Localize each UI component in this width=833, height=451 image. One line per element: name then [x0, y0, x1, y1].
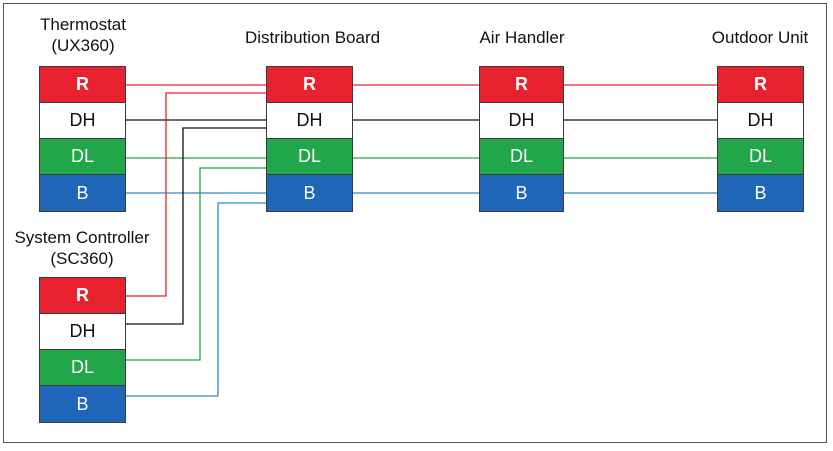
controller-title-line2: (SC360): [50, 249, 114, 268]
terminal-r: R: [480, 67, 563, 103]
terminal-dh: DH: [40, 314, 125, 350]
terminal-r: R: [718, 67, 803, 103]
distribution-terminal-block: R DH DL B: [266, 66, 353, 212]
air-handler-terminal-block: R DH DL B: [479, 66, 564, 212]
terminal-b: B: [40, 386, 125, 422]
terminal-b: B: [480, 175, 563, 211]
wire-b-controller-distribution: [125, 202, 267, 397]
distribution-title: Distribution Board: [244, 28, 381, 47]
terminal-b: B: [718, 175, 803, 211]
terminal-b: B: [40, 175, 125, 211]
thermostat-title-line1: Thermostat: [40, 15, 126, 34]
wire-dl-controller-distribution: [125, 167, 267, 361]
diagram-frame: [3, 3, 827, 443]
outdoor-unit-title: Outdoor Unit: [711, 28, 809, 47]
terminal-dl: DL: [40, 350, 125, 386]
terminal-dl: DL: [40, 139, 125, 175]
wire-dh-controller-distribution: [125, 127, 267, 325]
terminal-dl: DL: [267, 139, 352, 175]
terminal-dh: DH: [40, 103, 125, 139]
air-handler-title: Air Handler: [479, 28, 565, 47]
thermostat-title-line2: (UX360): [51, 36, 115, 55]
thermostat-terminal-block: R DH DL B: [39, 66, 126, 212]
terminal-r: R: [40, 67, 125, 103]
terminal-dh: DH: [718, 103, 803, 139]
controller-title: System Controller (SC360): [2, 227, 162, 269]
terminal-dh: DH: [480, 103, 563, 139]
terminal-r: R: [267, 67, 352, 103]
terminal-b: B: [267, 175, 352, 211]
thermostat-title: Thermostat (UX360): [18, 14, 148, 56]
terminal-dh: DH: [267, 103, 352, 139]
terminal-r: R: [40, 278, 125, 314]
terminal-dl: DL: [480, 139, 563, 175]
wire-r-controller-distribution: [125, 92, 267, 297]
controller-terminal-block: R DH DL B: [39, 277, 126, 423]
controller-title-line1: System Controller: [14, 228, 150, 247]
terminal-dl: DL: [718, 139, 803, 175]
outdoor-unit-terminal-block: R DH DL B: [717, 66, 804, 212]
